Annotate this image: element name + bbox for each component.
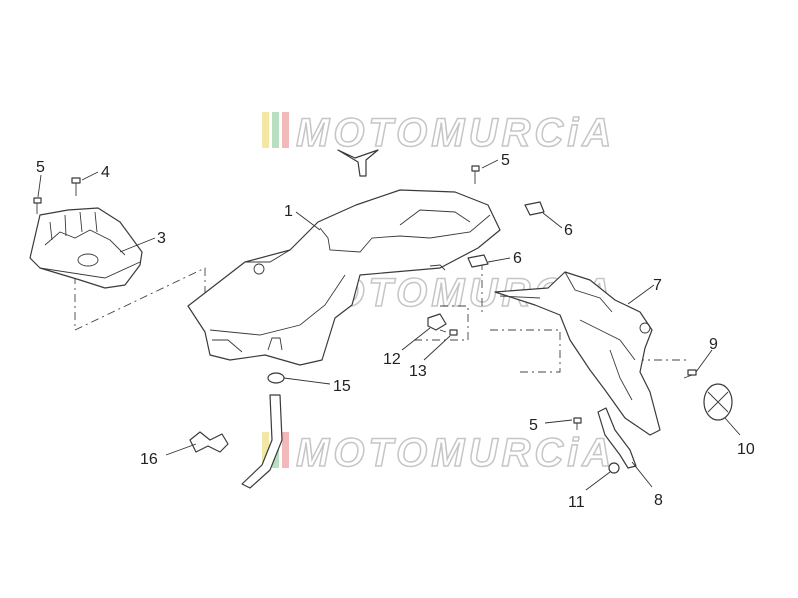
callout-8: 8	[654, 492, 663, 509]
watermark-bottom: MOTOMURCiA	[262, 430, 615, 476]
svg-text:MOTOMURCiA: MOTOMURCiA	[296, 431, 615, 475]
clip-6-lower	[467, 254, 489, 268]
svg-text:MOTOMURCiA: MOTOMURCiA	[296, 111, 615, 155]
grommet-15	[267, 372, 285, 384]
callout-5-left: 5	[36, 159, 45, 176]
callout-16: 16	[140, 451, 158, 468]
leader-lines	[37, 159, 741, 491]
part-rear-undertray	[187, 189, 501, 366]
clip-6-upper	[524, 201, 545, 216]
screw-9	[683, 369, 697, 379]
callout-10: 10	[737, 441, 755, 458]
callout-9: 9	[709, 336, 718, 353]
watermark-top: MOTOMURCiA	[262, 110, 615, 156]
callout-6-lower: 6	[513, 250, 522, 267]
alignment-lines	[74, 258, 690, 373]
callout-5-top: 5	[501, 152, 510, 169]
callout-4: 4	[101, 164, 110, 181]
callout-12: 12	[383, 351, 401, 368]
reflector-10	[703, 383, 733, 421]
drain-hose	[241, 394, 283, 489]
callout-13: 13	[409, 363, 427, 380]
callout-1: 1	[284, 203, 293, 220]
screw-5-lower	[573, 417, 582, 430]
callout-7: 7	[653, 277, 662, 294]
screw-5-top	[471, 165, 480, 184]
clip-12	[427, 313, 447, 331]
callout-5-lower: 5	[529, 417, 538, 434]
callout-labels: 1 3 4 5 5 5 6 6 7 8 9 10 11 12 13 15 16	[36, 152, 755, 511]
part-battery-tray	[29, 207, 143, 289]
nut-11	[608, 462, 620, 474]
callout-15: 15	[333, 378, 351, 395]
clamp-16	[189, 431, 229, 453]
part-top-bracket	[337, 149, 379, 177]
bracket-8	[597, 407, 637, 469]
callout-3: 3	[157, 230, 166, 247]
screw-13	[439, 329, 458, 336]
screw-5-left	[33, 197, 42, 214]
callout-6-upper: 6	[564, 222, 573, 239]
screw-4	[71, 177, 81, 196]
callout-11: 11	[568, 494, 585, 511]
part-license-plate-holder	[494, 271, 661, 436]
